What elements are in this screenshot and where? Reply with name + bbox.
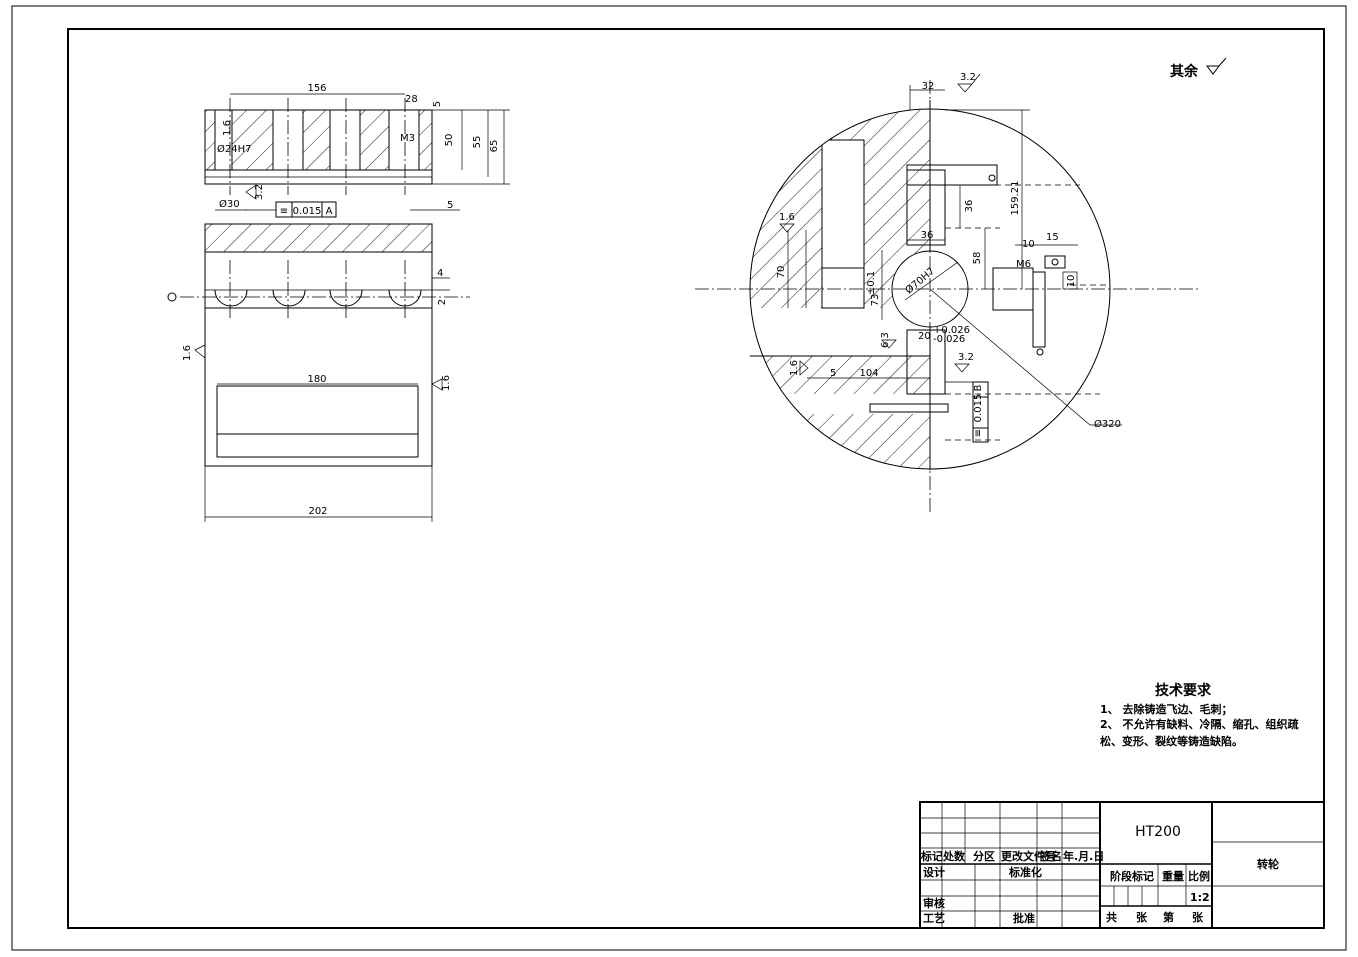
dim-m3: M3 (400, 133, 415, 144)
tol-ref-a: A (326, 206, 333, 217)
dim-70: 70 (776, 266, 787, 279)
dim-73: 73 (870, 294, 881, 307)
left-view: 156 50 55 65 5 28 M3 1.6 Ø24H7 Ø30 3.2 ≡… (167, 83, 510, 522)
tb-weight: 重量 (1162, 869, 1184, 883)
outer-frame (11, 5, 1347, 951)
dim-24h7: Ø24H7 (217, 143, 251, 155)
dim-55: 55 (472, 136, 483, 149)
tb-part-name: 转轮 (1257, 857, 1279, 871)
tb-design: 设计 (923, 865, 945, 879)
ra-3-2-mid: 3.2 (958, 352, 974, 363)
middle-section (204, 223, 433, 253)
dim-32: 32 (922, 81, 935, 92)
dim-2: 2 (437, 299, 448, 305)
dim-5-right: 5 (447, 200, 453, 211)
tb-zone: 分区 (973, 849, 995, 863)
dim-156: 156 (307, 83, 326, 94)
dim-50: 50 (444, 134, 455, 147)
dim-5: 5 (830, 368, 836, 379)
tol-20-dn: -0.026 (933, 334, 965, 345)
dim-10: 10 (1022, 239, 1035, 250)
dim-159-21: 159.21 (1010, 181, 1021, 216)
tb-material: HT200 (1135, 824, 1181, 840)
tol-73: ±0.1 (866, 271, 877, 295)
tech-req-line1: 1、 去除铸造飞边、毛刺； (1100, 702, 1232, 716)
dim-202: 202 (308, 506, 327, 517)
ra-3-2: 3.2 (254, 184, 265, 200)
dim-4: 4 (437, 268, 443, 279)
dim-180: 180 (307, 374, 326, 385)
surface-note: 其余 (1170, 57, 1227, 80)
tb-docno: 更改文件号 (1001, 849, 1056, 863)
tb-count: 处数 (942, 849, 966, 863)
dim-15: 15 (1046, 232, 1059, 243)
tb-standard: 标准化 (1008, 865, 1042, 879)
tb-stage: 阶段标记 (1110, 869, 1154, 883)
dim-65: 65 (489, 140, 500, 153)
tech-req-title: 技术要求 (1155, 682, 1212, 699)
tech-req-line3: 松、变形、裂纹等铸造缺陷。 (1100, 734, 1243, 748)
inner-frame (67, 28, 1325, 929)
dim-58: 58 (972, 252, 983, 265)
ra-1-6: 1.6 (779, 212, 795, 223)
tol-sym-a: ≡ (280, 206, 288, 217)
tb-approve: 批准 (1013, 911, 1035, 925)
tol-sym-b: ≡ (973, 429, 984, 437)
tb-scale-val: 1:2 (1190, 891, 1210, 904)
tb-mark: 标记 (920, 849, 943, 863)
dim-20: 20 (918, 331, 931, 342)
dim-10-v: 10 (1066, 275, 1077, 288)
tb-craft: 工艺 (923, 911, 945, 925)
tb-scale: 比例 (1188, 869, 1210, 883)
dim-m6: M6 (1016, 259, 1031, 270)
tol-val-a: 0.015 (293, 206, 322, 217)
tech-req-line2: 2、 不允许有缺料、冷隔、缩孔、组织疏 (1100, 717, 1298, 731)
ra-1-6-right: 1.6 (441, 375, 452, 391)
tb-date: 年.月.日 (1063, 849, 1104, 863)
dim-320: Ø320 (1094, 418, 1121, 430)
tol-ref-b: B (973, 384, 984, 391)
tb-nth: 第 (1163, 910, 1174, 924)
right-view: 32 3.2 159.21 36 36 58 10 15 M6 10 1.6 7… (695, 72, 1200, 515)
tb-sign: 签名 (1039, 849, 1062, 863)
tol-val-b: 0.015 (973, 394, 984, 423)
ra-3-2-top: 3.2 (960, 72, 976, 83)
ra-1-6-top: 1.6 (222, 120, 233, 136)
dim-36-v: 36 (964, 200, 975, 213)
dim-30: Ø30 (219, 198, 240, 210)
title-block: 标记 处数 分区 更改文件号 签名 年.月.日 设计 标准化 审核 工艺 批准 … (919, 801, 1325, 929)
tb-sheets2: 张 (1192, 910, 1204, 924)
tech-requirements: 技术要求 1、 去除铸造飞边、毛刺； 2、 不允许有缺料、冷隔、缩孔、组织疏 松… (1100, 682, 1298, 748)
dim-28: 28 (405, 94, 418, 105)
dim-104: 104 (859, 368, 878, 379)
dim-5-top: 5 (432, 101, 443, 107)
tb-total: 共 (1106, 910, 1117, 924)
tb-review: 审核 (923, 896, 945, 910)
dim-36-h: 36 (921, 230, 934, 241)
tb-sheets1: 张 (1136, 910, 1148, 924)
tol-20-up: +0.026 (933, 325, 970, 336)
ra-1-6-left: 1.6 (182, 345, 193, 361)
ra-1-6-b: 1.6 (789, 360, 800, 376)
surface-note-label: 其余 (1170, 63, 1199, 80)
roughness-icon (1206, 57, 1227, 75)
